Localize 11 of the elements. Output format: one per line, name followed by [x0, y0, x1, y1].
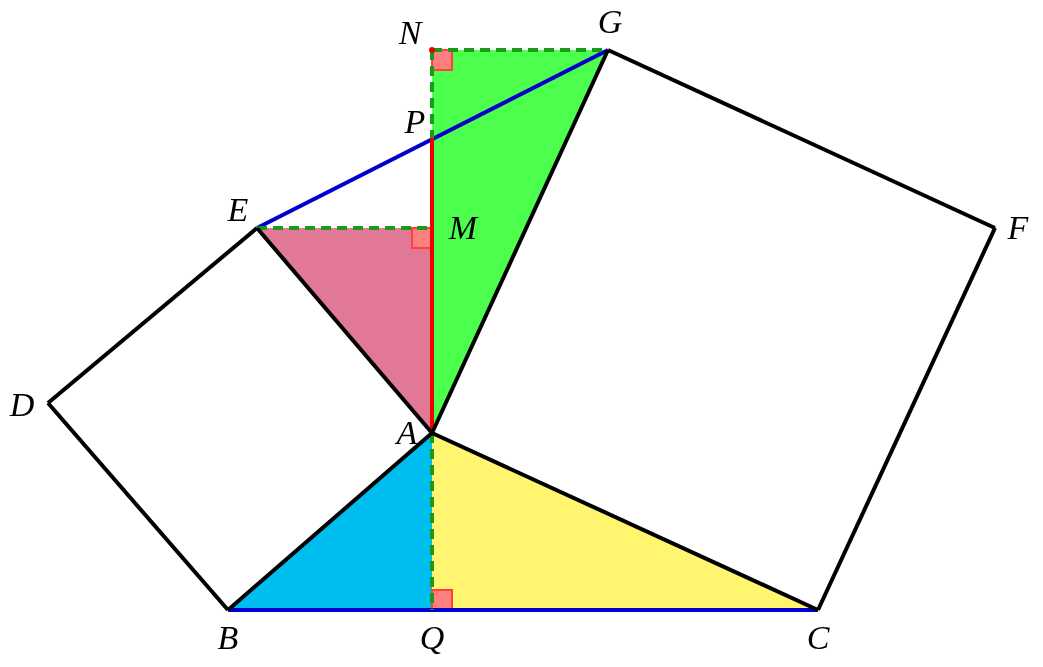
point-label: G	[597, 5, 623, 39]
point-label: M	[448, 211, 478, 245]
point-label: D	[9, 388, 35, 422]
point-label: C	[806, 621, 830, 655]
point-label: F	[1007, 211, 1029, 245]
point-label: P	[404, 105, 426, 139]
point-label: E	[227, 193, 249, 227]
point-label: A	[396, 416, 418, 450]
point-label: Q	[419, 621, 445, 655]
point-label: B	[217, 621, 239, 655]
point-label: N	[398, 16, 422, 50]
